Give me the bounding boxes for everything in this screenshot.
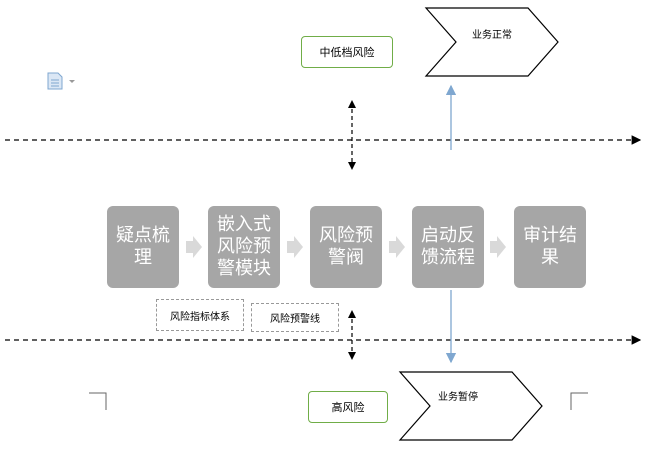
document-icon[interactable] [47, 72, 77, 94]
crop-mark-right [570, 392, 588, 410]
crop-mark-left [89, 392, 107, 410]
text-business-normal: 业务正常 [472, 30, 512, 41]
lower-vertical-arrowhead-top [348, 310, 356, 318]
connector-arrow-1 [186, 236, 202, 258]
upper-vertical-arrowhead-bottom [348, 162, 356, 170]
label-high-risk: 高风险 [308, 391, 388, 423]
upper-vertical-arrowhead-top [348, 100, 356, 108]
step-audit-result: 审计结 果 [514, 206, 586, 288]
connector-arrow-3 [389, 236, 405, 258]
label-medium-low-risk: 中低档风险 [301, 36, 393, 68]
label-risk-warning-line: 风险预警线 [251, 303, 339, 332]
document-icon-glyph [47, 72, 75, 90]
step-start-feedback-process: 启动反 馈流程 [412, 206, 484, 288]
label-risk-indicator-system: 风险指标体系 [156, 299, 244, 331]
text-business-suspended: 业务暂停 [438, 392, 478, 403]
connector-arrow-4 [490, 236, 506, 258]
chevron-business-normal [424, 7, 559, 77]
step-risk-warning-threshold: 风险预 警阀 [310, 206, 382, 288]
chevron-business-suspended [398, 371, 543, 441]
connector-arrow-2 [287, 236, 303, 258]
step-doubt-sorting: 疑点梳 理 [107, 206, 179, 288]
step-embedded-risk-warning-module: 嵌入式 风险预 警模块 [208, 206, 280, 288]
lower-vertical-arrowhead-bottom [348, 352, 356, 360]
